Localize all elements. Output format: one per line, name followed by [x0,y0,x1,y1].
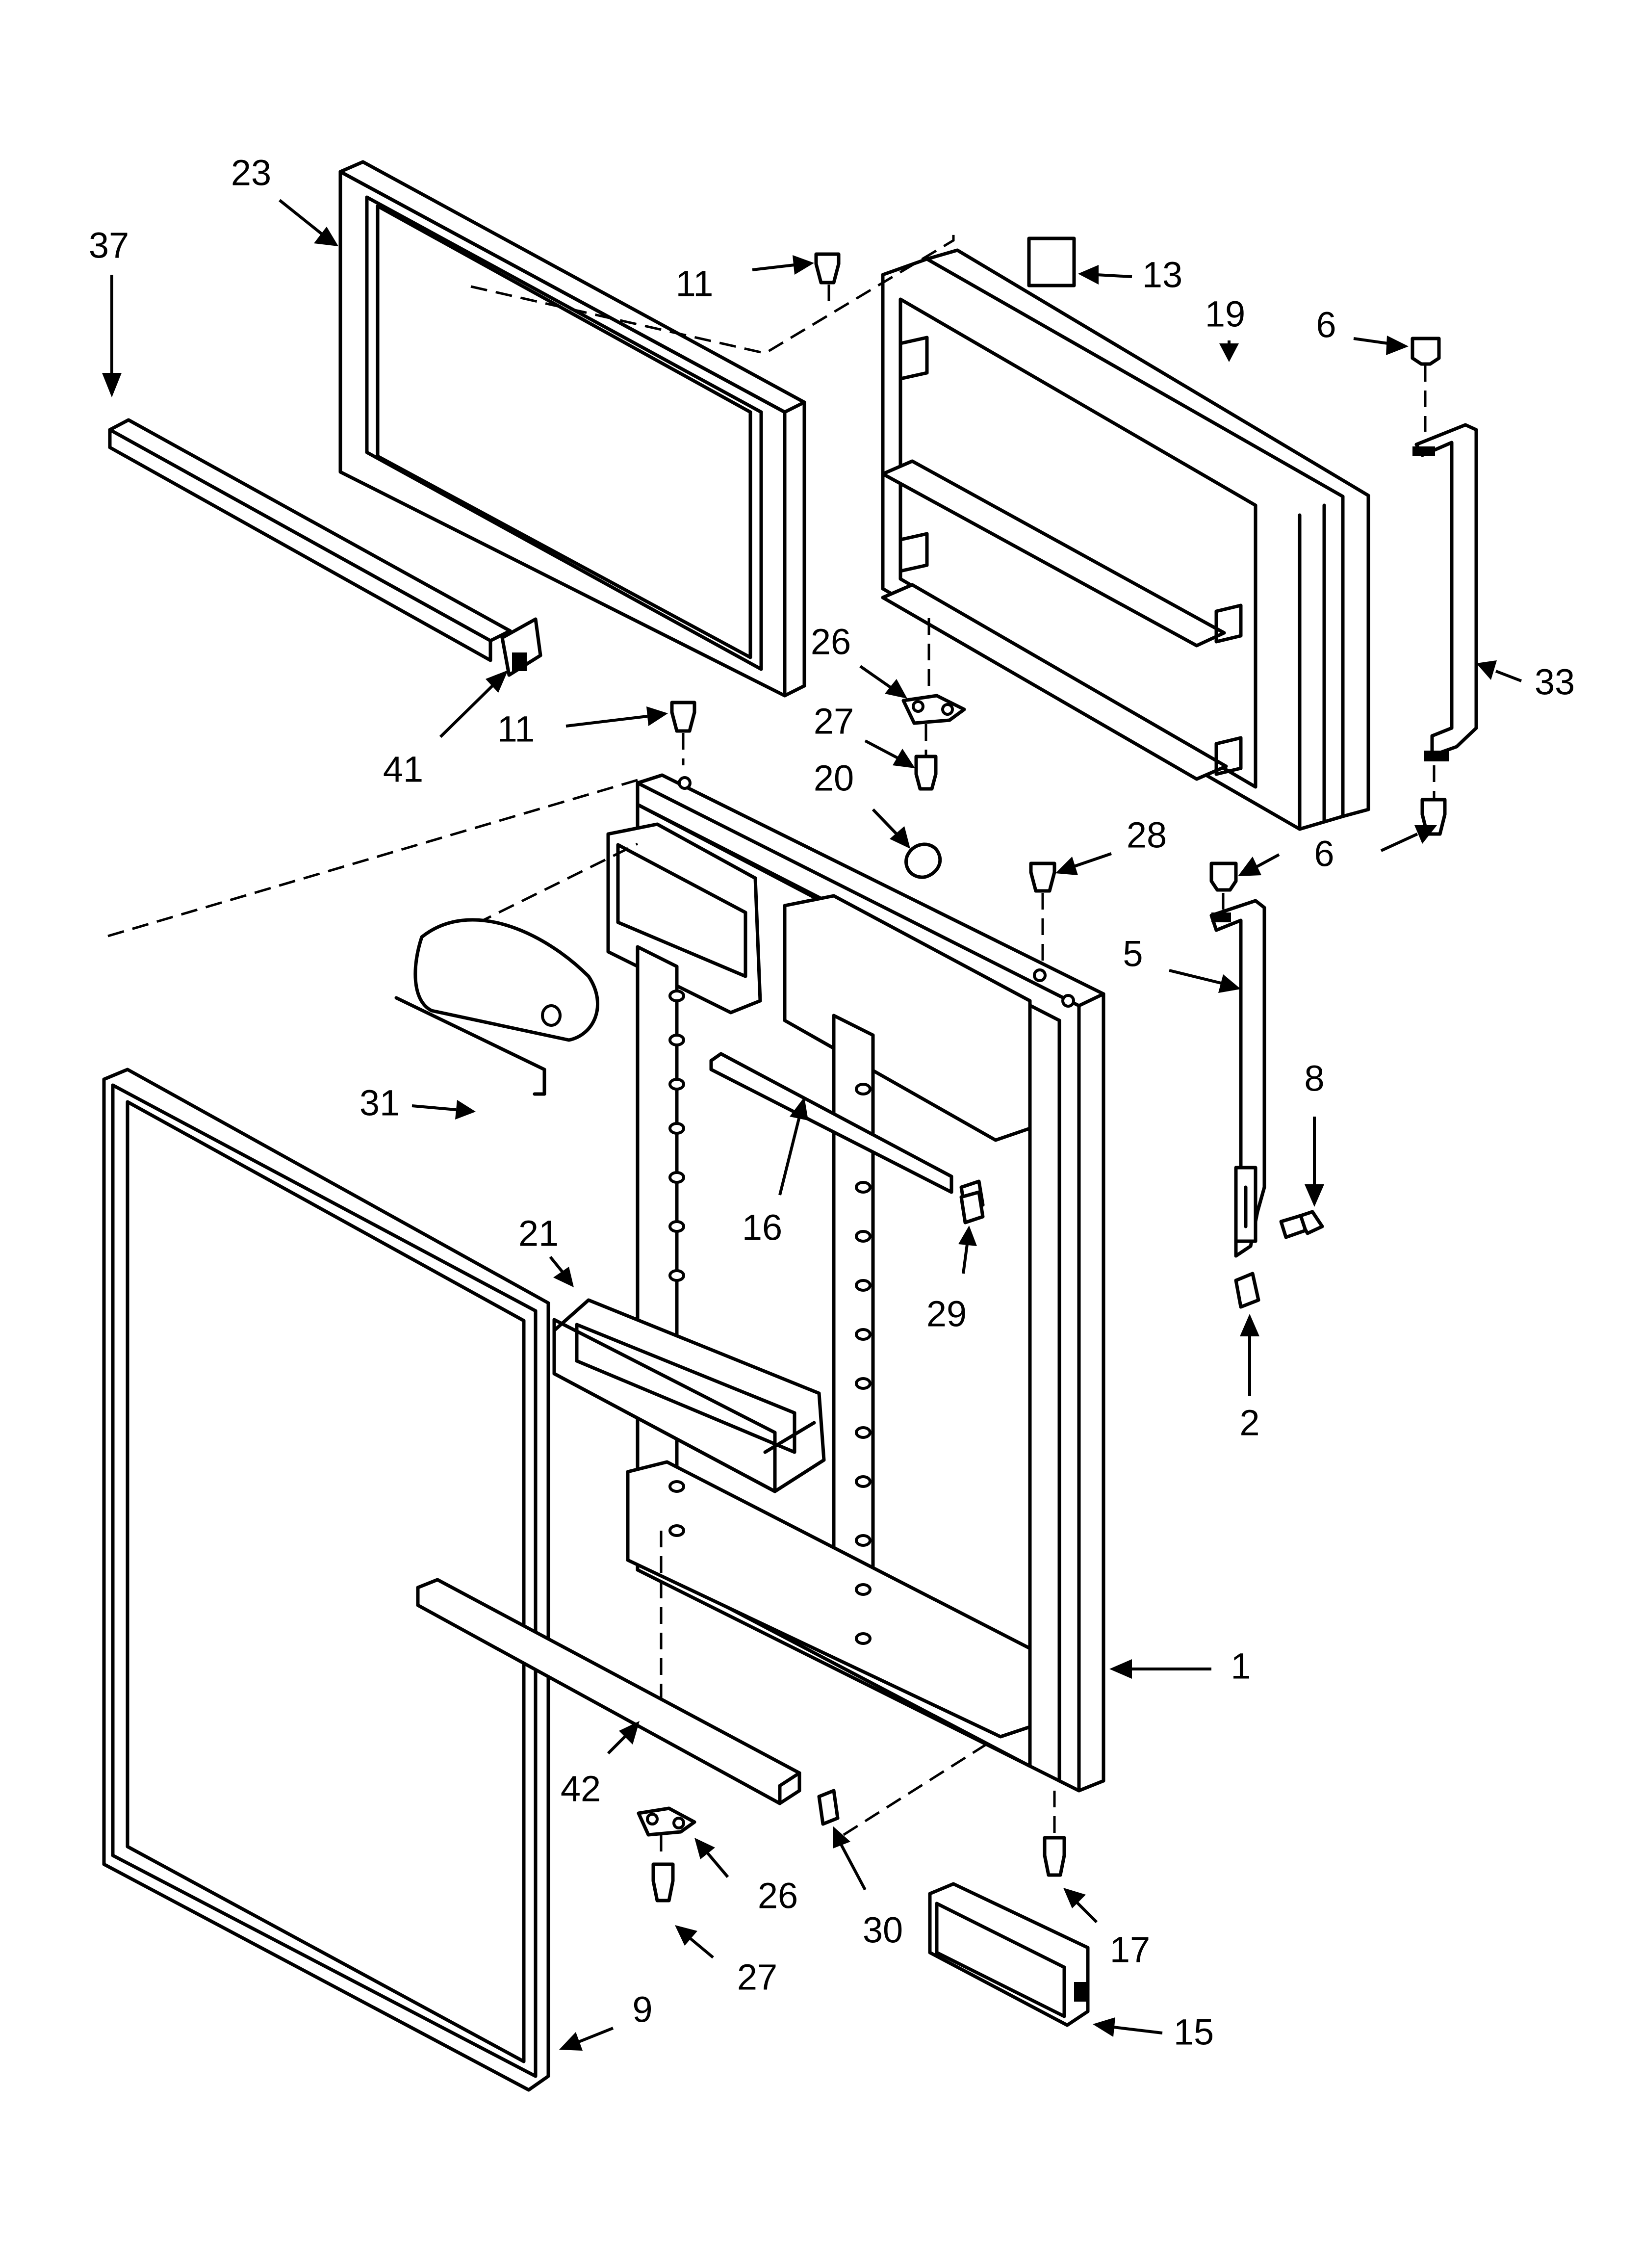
freezer-door-liner [881,248,1370,831]
label-part-11-lower: 11 [497,709,535,750]
label-part-6-right: 6 [1314,834,1334,874]
freezer-door-handle [1412,423,1478,761]
label-part-37: 37 [89,225,129,266]
label-part-5: 5 [1123,934,1143,974]
leader-lines [102,199,1522,2051]
label-part-9: 9 [632,1989,652,2030]
label-part-21: 21 [518,1213,559,1254]
door-bin [552,1298,826,1493]
label-part-17: 17 [1110,1929,1150,1970]
fresh-food-door-handle [1209,899,1266,1258]
upper-hinge-assembly [901,618,966,879]
label-part-2: 2 [1239,1403,1259,1443]
label-part-27-upper: 27 [814,701,854,742]
lower-hinge-assembly [637,1806,696,1903]
fresh-food-door-liner [606,773,1105,1793]
screw-6-top [1411,337,1441,432]
screw-6-lower [1209,861,1238,912]
plug-button-28 [1029,861,1056,965]
plug-button-top [814,252,841,306]
label-part-11-top: 11 [676,263,714,304]
freezer-door-gasket [338,160,806,698]
plug-button-lower [670,701,696,765]
label-part-6-top: 6 [1316,305,1336,345]
screw-8 [1279,1210,1324,1239]
label-part-31: 31 [359,1083,400,1123]
rating-label [1027,236,1076,287]
fresh-food-door-gasket [102,1068,550,2092]
screw-6-right [1420,765,1447,836]
callout-labels: 23 37 11 13 19 6 33 41 11 26 27 20 28 6 … [89,153,1575,2053]
label-part-15: 15 [1174,2012,1214,2053]
lower-door-trim [416,1578,801,1805]
label-part-13: 13 [1142,255,1182,295]
lower-trim-end-cap [817,1789,840,1826]
label-part-29: 29 [926,1294,967,1334]
label-part-19: 19 [1205,294,1245,335]
shelf-clip [959,1190,985,1225]
label-part-41: 41 [383,749,423,790]
dairy-compartment-door [394,918,599,1096]
label-part-20: 20 [814,758,854,799]
label-part-30: 30 [863,1910,903,1951]
handle-clip [1234,1272,1260,1309]
label-part-26-lower: 26 [758,1876,798,1916]
screw-17 [1043,1791,1066,1877]
label-part-8: 8 [1304,1058,1324,1099]
label-part-42: 42 [561,1769,601,1809]
label-part-16: 16 [742,1207,782,1248]
trim-end-cap [500,617,542,677]
label-part-33: 33 [1535,662,1575,703]
label-part-23: 23 [231,153,271,193]
label-part-27-lower: 27 [737,1957,777,1998]
base-grille [928,1882,1090,2027]
label-part-1: 1 [1231,1646,1251,1687]
label-part-26-upper: 26 [811,622,851,662]
label-part-28: 28 [1127,815,1167,856]
